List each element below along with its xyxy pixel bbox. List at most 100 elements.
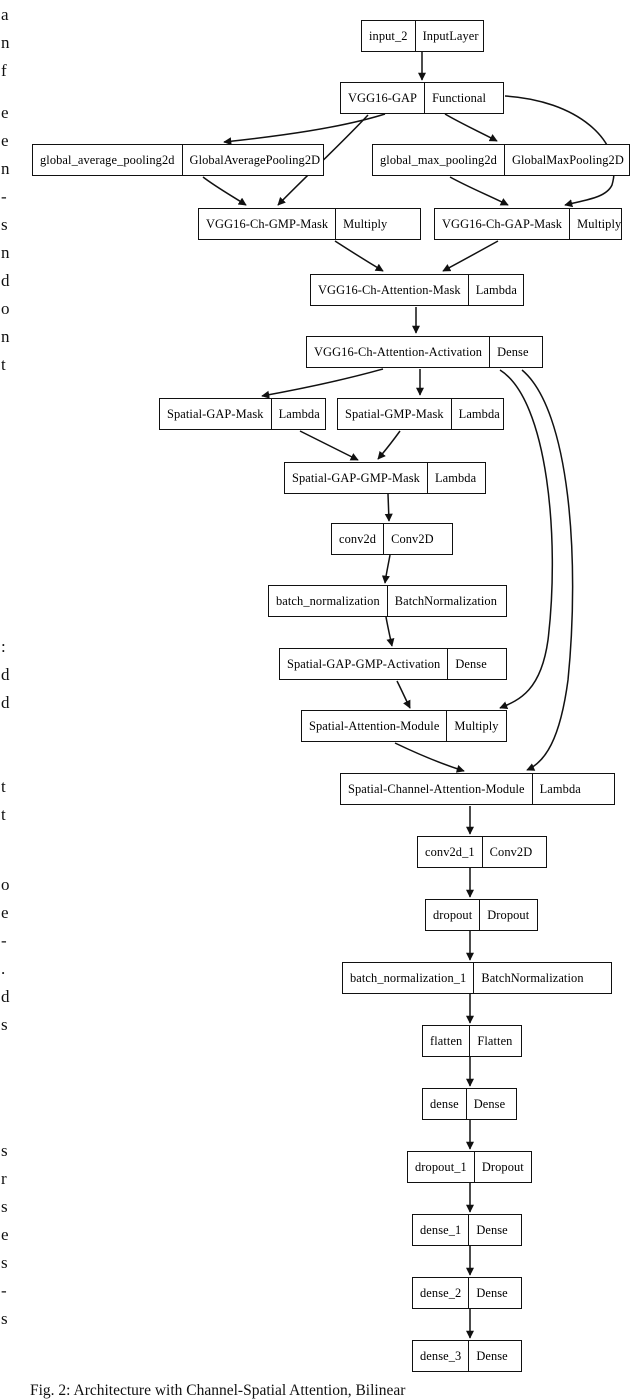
- margin-char: n: [1, 34, 10, 51]
- margin-char: e: [1, 132, 9, 149]
- margin-char: d: [1, 272, 10, 289]
- edge-chattnact-spatialchattnmod: [521, 369, 574, 771]
- margin-char: e: [1, 104, 9, 121]
- edge-gap2d-chgmpmask: [202, 176, 247, 206]
- graph-node-dense_3: dense_3 Dense: [412, 1340, 522, 1372]
- graph-node-spatial_attention_module: Spatial-Attention-Module Multiply: [301, 710, 507, 742]
- edge-spatialgmpmask-combined: [377, 430, 401, 460]
- node-layer-name: dense_3: [413, 1341, 470, 1371]
- margin-char: r: [1, 1170, 7, 1187]
- node-layer-class: Functional: [432, 90, 487, 105]
- node-layer-name: global_average_pooling2d: [33, 145, 183, 175]
- node-layer-class: InputLayer: [422, 28, 479, 43]
- margin-char: .: [1, 960, 6, 977]
- edge-chgapmask-chattnmask: [442, 240, 499, 272]
- edge-spatialattnmod-spatialchattnmod: [394, 742, 465, 773]
- graph-node-dense: dense Dense: [422, 1088, 517, 1120]
- node-layer-class: BatchNormalization: [394, 593, 498, 608]
- graph-node-input_2: input_2 InputLayer: [361, 20, 484, 52]
- node-layer-name: Spatial-Attention-Module: [302, 711, 448, 741]
- edge-spatialgapmask-combined: [299, 430, 359, 461]
- node-layer-name: flatten: [423, 1026, 471, 1056]
- node-layer-name: input_2: [362, 21, 416, 51]
- node-layer-name: dropout: [426, 900, 481, 930]
- node-layer-class: Lambda: [278, 406, 320, 421]
- figure-caption: Fig. 2: Architecture with Channel-Spatia…: [30, 1382, 406, 1399]
- edge-conv2d-batchnorm: [381, 554, 391, 584]
- node-layer-name: VGG16-GAP: [341, 83, 426, 113]
- margin-char: n: [1, 160, 10, 177]
- margin-char: t: [1, 356, 6, 373]
- edge-combined-conv2d: [384, 493, 393, 522]
- margin-char: d: [1, 988, 10, 1005]
- node-layer-class: GlobalMaxPooling2D: [511, 152, 624, 167]
- node-layer-class: Dense: [476, 1348, 508, 1363]
- edge-spatialact-spatialattnmod: [396, 680, 411, 709]
- node-layer-name: VGG16-Ch-GAP-Mask: [435, 209, 571, 239]
- edge-vgg16gap-gap2d: [223, 113, 386, 146]
- node-layer-name: dense_2: [413, 1278, 470, 1308]
- node-layer-class: BatchNormalization: [481, 970, 584, 985]
- margin-char: e: [1, 904, 9, 921]
- margin-char: e: [1, 1226, 9, 1243]
- node-layer-class: Dense: [455, 656, 487, 671]
- node-layer-class: Lambda: [434, 470, 477, 485]
- graph-node-dropout_1: dropout_1 Dropout: [407, 1151, 532, 1183]
- graph-node-spatial_gap_gmp_activation: Spatial-GAP-GMP-Activation Dense: [279, 648, 507, 680]
- node-layer-name: dropout_1: [408, 1152, 475, 1182]
- graph-node-conv2d_1: conv2d_1 Conv2D: [417, 836, 547, 868]
- node-layer-name: dense: [423, 1089, 467, 1119]
- graph-node-spatial_gap_mask: Spatial-GAP-Mask Lambda: [159, 398, 326, 430]
- node-layer-name: Spatial-GAP-GMP-Mask: [285, 463, 428, 493]
- node-layer-name: VGG16-Ch-Attention-Activation: [307, 337, 491, 367]
- margin-char: s: [1, 1198, 8, 1215]
- node-layer-name: dense_1: [413, 1215, 470, 1245]
- margin-char: d: [1, 666, 10, 683]
- node-layer-name: Spatial-GAP-Mask: [160, 399, 272, 429]
- node-layer-class: Multiply: [577, 216, 622, 231]
- node-layer-class: Dropout: [487, 907, 530, 922]
- node-layer-class: Lambda: [458, 406, 500, 421]
- node-layer-class: Lambda: [475, 282, 517, 297]
- node-layer-class: Conv2D: [489, 844, 533, 859]
- node-layer-class: GlobalAveragePooling2D: [189, 152, 321, 167]
- margin-char: d: [1, 694, 10, 711]
- margin-char: o: [1, 300, 10, 317]
- margin-char: s: [1, 1142, 8, 1159]
- node-layer-class: Multiply: [343, 216, 388, 231]
- node-layer-name: conv2d: [332, 524, 385, 554]
- margin-char: s: [1, 1016, 8, 1033]
- margin-char: t: [1, 806, 6, 823]
- graph-node-dropout: dropout Dropout: [425, 899, 538, 931]
- node-layer-name: conv2d_1: [418, 837, 483, 867]
- node-layer-class: Dense: [473, 1096, 506, 1111]
- node-layer-class: Multiply: [454, 718, 499, 733]
- graph-node-vgg16_gap: VGG16-GAP Functional: [340, 82, 504, 114]
- graph-node-conv2d: conv2d Conv2D: [331, 523, 453, 555]
- node-layer-name: global_max_pooling2d: [373, 145, 505, 175]
- margin-char: f: [1, 62, 7, 79]
- edge-chattnact-spatialattnmod: [499, 369, 554, 710]
- edge-vgg16gap-gmp2d: [444, 113, 498, 142]
- node-layer-class: Lambda: [539, 781, 581, 796]
- node-layer-class: Dense: [476, 1222, 508, 1237]
- node-layer-name: Spatial-Channel-Attention-Module: [341, 774, 533, 804]
- node-layer-name: batch_normalization: [269, 586, 388, 616]
- graph-node-global_max_pooling2d: global_max_pooling2d GlobalMaxPooling2D: [372, 144, 630, 176]
- edge-chgmpmask-chattnmask: [334, 240, 384, 272]
- margin-char: s: [1, 216, 8, 233]
- graph-node-batch_normalization: batch_normalization BatchNormalization: [268, 585, 507, 617]
- node-layer-class: Dropout: [481, 1159, 524, 1174]
- node-layer-name: Spatial-GAP-GMP-Activation: [280, 649, 449, 679]
- margin-char: n: [1, 328, 10, 345]
- margin-char: n: [1, 244, 10, 261]
- node-layer-class: Conv2D: [391, 531, 434, 546]
